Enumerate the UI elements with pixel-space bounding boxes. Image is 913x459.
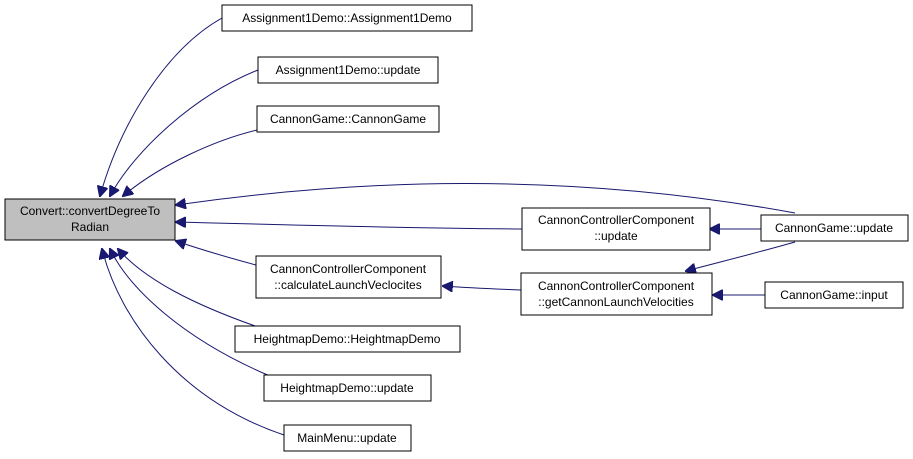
node-heightmapdemo-ctor[interactable]: HeightmapDemo::HeightmapDemo	[234, 325, 461, 353]
edge-mainmenu-update-to-root	[102, 249, 285, 436]
edge-heightmap-ctor-to-root	[118, 249, 259, 328]
edge-assignment1-update-to-root	[110, 69, 259, 196]
node-label: HeightmapDemo::HeightmapDemo	[254, 332, 441, 346]
node-label: CannonGame::CannonGame	[270, 112, 426, 126]
edge-assignment1-ctor-to-root	[100, 17, 223, 196]
node-label-line2: ::getCannonLaunchVelocities	[538, 295, 693, 309]
edge-ccc-getvel-to-ccc-calc	[443, 286, 522, 290]
node-assignment1demo-update[interactable]: Assignment1Demo::update	[257, 56, 439, 84]
node-convert-degree-to-radian[interactable]: Convert::convertDegreeTo Radian	[4, 198, 176, 241]
node-heightmapdemo-update[interactable]: HeightmapDemo::update	[263, 374, 432, 402]
node-assignment1demo-ctor[interactable]: Assignment1Demo::Assignment1Demo	[221, 4, 473, 32]
node-label: Assignment1Demo::Assignment1Demo	[242, 11, 452, 25]
node-label-line1: CannonControllerComponent	[538, 213, 695, 227]
node-label-line2: ::update	[594, 229, 638, 243]
node-label: CannonGame::update	[775, 221, 893, 235]
edge-cannongame-update-to-ccc-getvel	[686, 241, 796, 271]
edge-heightmap-update-to-root	[110, 249, 271, 377]
node-label-line1: Convert::convertDegreeTo	[20, 204, 160, 218]
node-label-line1: CannonControllerComponent	[270, 262, 427, 276]
edge-cannongame-ctor-to-root	[123, 129, 258, 196]
edge-ccc-update-to-root	[176, 222, 523, 230]
node-ccc-update[interactable]: CannonControllerComponent ::update	[521, 207, 711, 251]
node-ccc-calculate-launch-veclocites[interactable]: CannonControllerComponent ::calculateLau…	[255, 255, 442, 299]
node-label: MainMenu::update	[297, 431, 397, 445]
node-cannongame-input[interactable]: CannonGame::input	[764, 281, 904, 309]
edge-ccc-calc-to-root	[176, 241, 257, 266]
node-label: HeightmapDemo::update	[280, 381, 414, 395]
node-cannongame-update[interactable]: CannonGame::update	[760, 214, 909, 242]
node-cannongame-ctor[interactable]: CannonGame::CannonGame	[256, 105, 440, 133]
node-ccc-get-cannon-launch-velocities[interactable]: CannonControllerComponent ::getCannonLau…	[520, 272, 713, 316]
nodes: Convert::convertDegreeTo Radian Assignme…	[4, 4, 909, 452]
node-mainmenu-update[interactable]: MainMenu::update	[283, 424, 412, 452]
edge-cannongame-update-to-root	[176, 183, 796, 214]
node-label: CannonGame::input	[780, 288, 888, 302]
node-label-line2: Radian	[71, 220, 109, 234]
node-label: Assignment1Demo::update	[276, 63, 421, 77]
node-label-line1: CannonControllerComponent	[538, 279, 695, 293]
edges	[100, 17, 796, 436]
node-label-line2: ::calculateLaunchVeclocites	[274, 278, 421, 292]
